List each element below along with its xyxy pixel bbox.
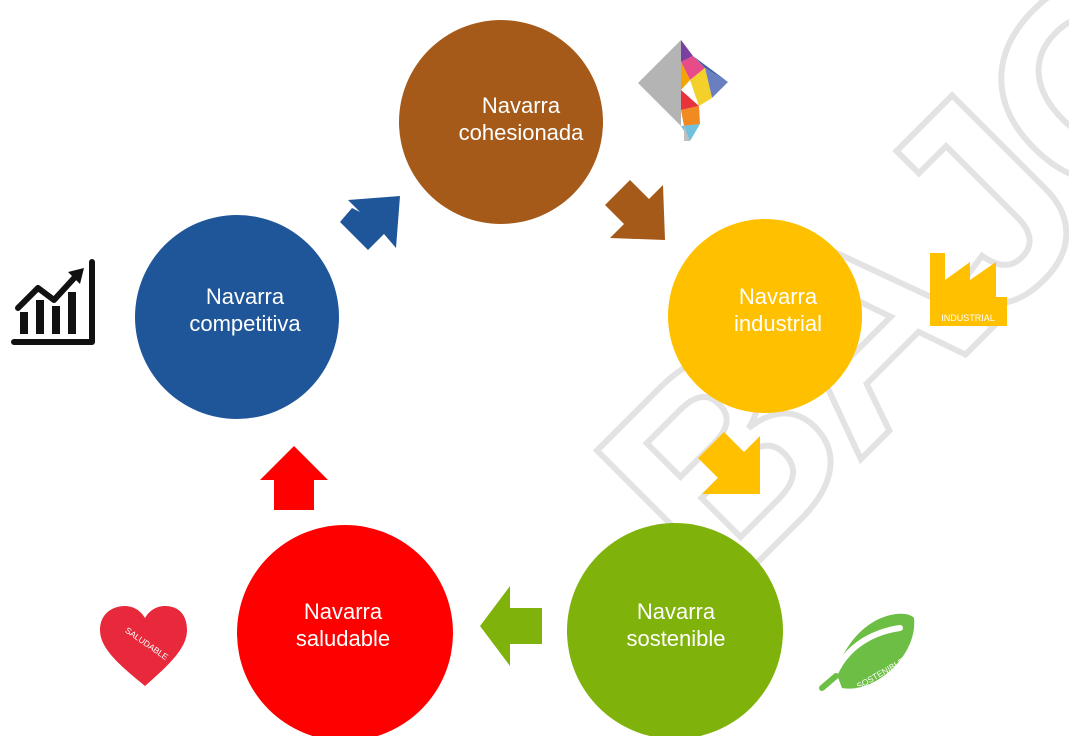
arrow-saludable-to-competitiva <box>260 446 328 510</box>
factory-icon: INDUSTRIAL <box>930 253 1007 326</box>
arrow-sostenible-to-saludable <box>480 586 542 666</box>
arrow-cohesionada-to-industrial <box>605 180 665 240</box>
arrow-competitiva-to-cohesionada <box>340 196 400 250</box>
growth-chart-icon <box>11 259 95 345</box>
node-competitiva-line1: Navarra <box>206 284 285 309</box>
node-sostenible-line2: sostenible <box>626 626 725 651</box>
node-cohesionada-line1: Navarra <box>482 93 561 118</box>
heart-icon: SALUDABLE <box>100 606 187 686</box>
leaf-icon: SOSTENIBLE <box>819 613 915 691</box>
node-industrial-line1: Navarra <box>739 284 818 309</box>
node-competitiva-line2: competitiva <box>189 311 301 336</box>
node-competitiva: Navarra competitiva <box>135 215 339 419</box>
node-industrial-line2: industrial <box>734 311 822 336</box>
node-industrial: Navarra industrial <box>668 219 862 413</box>
node-saludable-line2: saludable <box>296 626 390 651</box>
factory-icon-caption: INDUSTRIAL <box>941 313 995 323</box>
node-sostenible: Navarra sostenible <box>567 523 783 736</box>
tangram-bird-icon <box>638 40 728 141</box>
node-sostenible-line1: Navarra <box>637 599 716 624</box>
node-cohesionada: Navarra cohesionada <box>399 20 603 224</box>
arrow-industrial-to-sostenible <box>698 432 760 494</box>
node-saludable: Navarra saludable <box>237 525 453 736</box>
node-saludable-line1: Navarra <box>304 599 383 624</box>
node-cohesionada-line2: cohesionada <box>459 120 585 145</box>
